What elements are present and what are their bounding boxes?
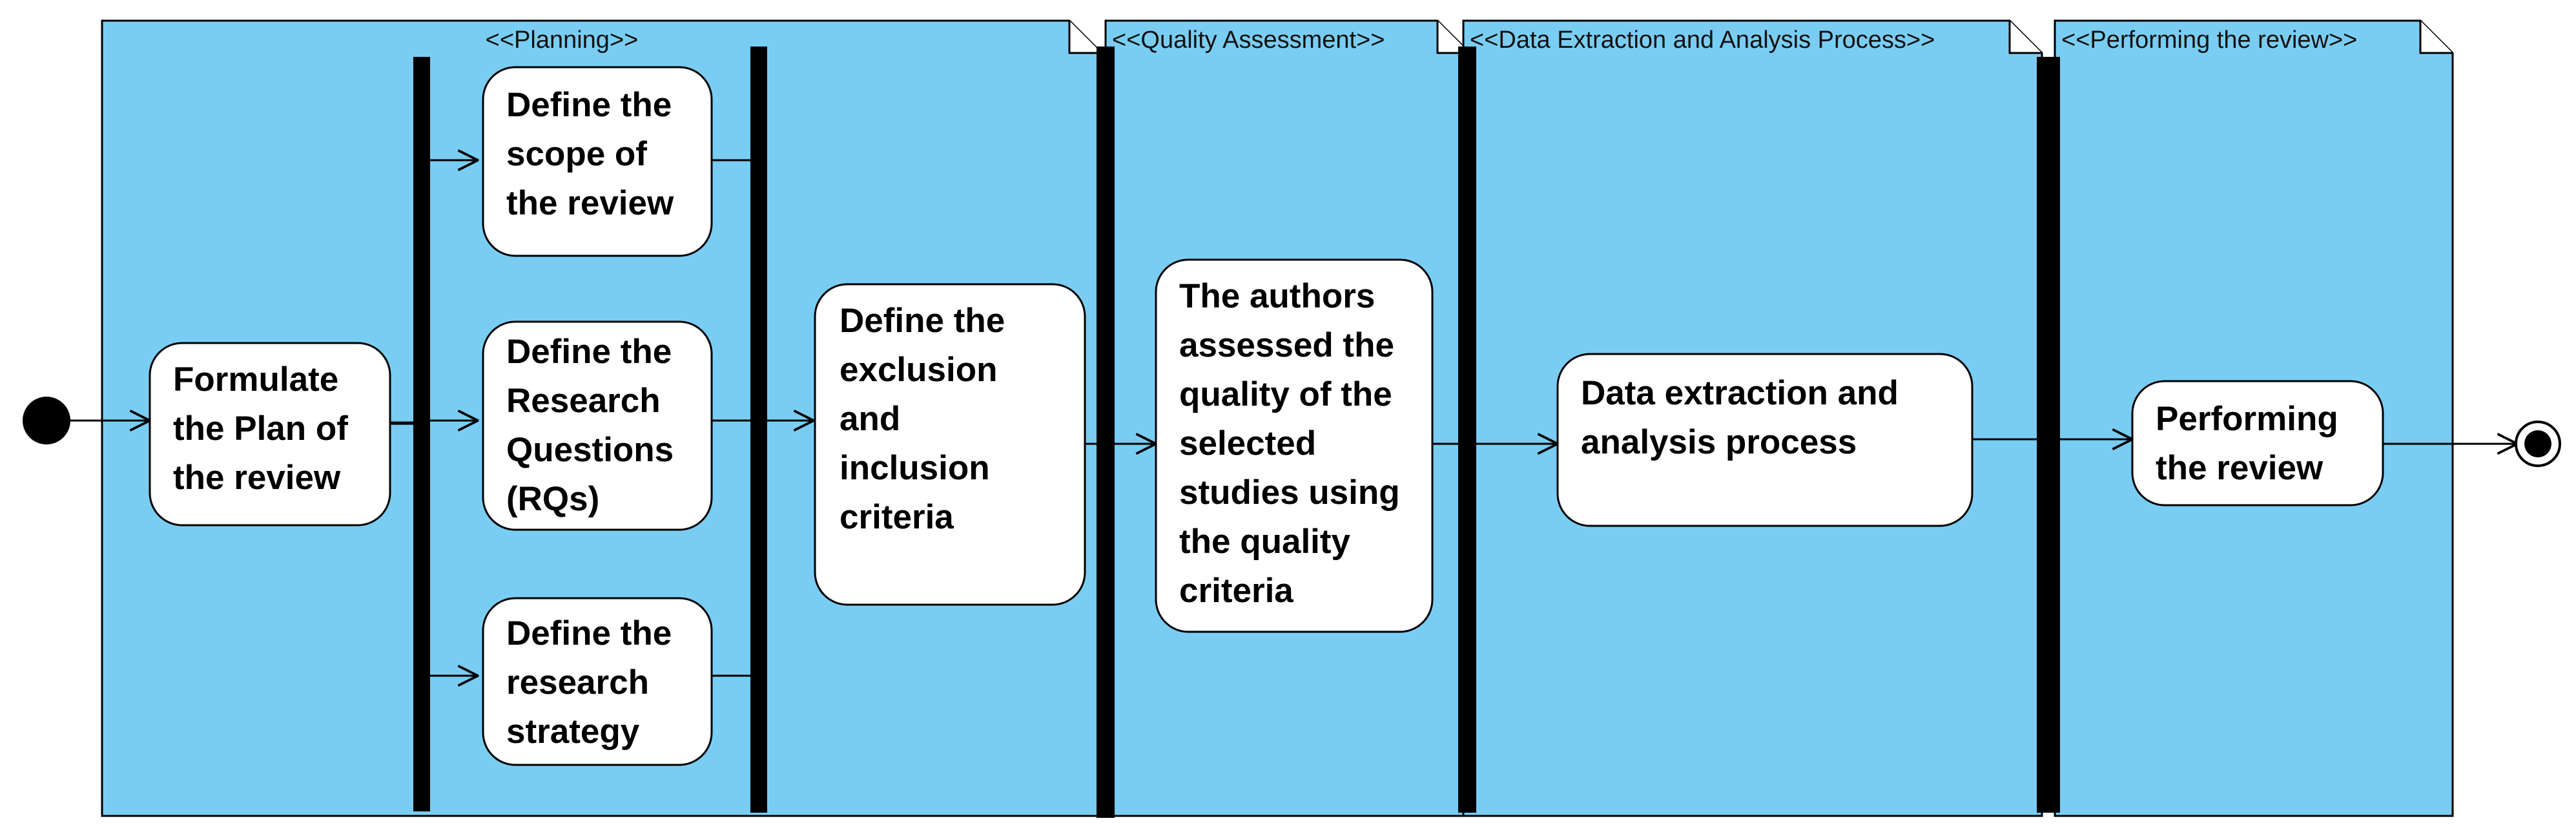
activity-formulate-plan[interactable]: Formulate the Plan of the review xyxy=(149,342,391,526)
activity-data-extraction-text: Data extraction and analysis process xyxy=(1581,374,1908,461)
activity-define-rqs[interactable]: Define the Research Questions (RQs) xyxy=(482,320,713,531)
activity-define-scope-text: Define the scope of the review xyxy=(506,86,681,222)
package-quality-stereotype: <<Quality Assessment>> xyxy=(1112,26,1385,54)
activity-formulate-plan-text: Formulate the Plan of the review xyxy=(173,360,358,497)
package-planning-fold xyxy=(1068,21,1102,54)
package-extraction-fold xyxy=(2008,21,2042,54)
activity-define-criteria[interactable]: Define the exclusion and inclusion crite… xyxy=(814,283,1086,606)
activity-assess-quality[interactable]: The authors assessed the quality of the … xyxy=(1155,258,1434,633)
package-performing-fold xyxy=(2419,21,2453,54)
sync-bar-performing xyxy=(2037,57,2060,813)
activity-assess-quality-text: The authors assessed the quality of the … xyxy=(1179,277,1409,610)
initial-node xyxy=(23,397,70,444)
final-node xyxy=(2515,421,2561,467)
sync-bar-quality xyxy=(1097,47,1115,818)
package-performing-stereotype: <<Performing the review>> xyxy=(2061,26,2357,54)
join-bar-planning xyxy=(750,47,767,813)
activity-performing-review[interactable]: Performing the review xyxy=(2131,380,2384,506)
control-flows xyxy=(67,160,2517,676)
activity-define-strategy[interactable]: Define the research strategy xyxy=(482,597,713,766)
activity-data-extraction[interactable]: Data extraction and analysis process xyxy=(1556,353,1973,527)
activity-define-strategy-text: Define the research strategy xyxy=(506,614,681,751)
fork-bar-planning xyxy=(413,57,430,811)
activity-define-rqs-text: Define the Research Questions (RQs) xyxy=(506,333,683,518)
sync-bar-extraction xyxy=(1458,47,1476,813)
activity-define-scope[interactable]: Define the scope of the review xyxy=(482,66,713,257)
activity-define-criteria-text: Define the exclusion and inclusion crite… xyxy=(840,302,1015,536)
activity-performing-review-text: Performing the review xyxy=(2156,400,2347,487)
package-extraction-stereotype: <<Data Extraction and Analysis Process>> xyxy=(1470,26,1935,54)
package-planning-stereotype: <<Planning>> xyxy=(486,26,639,54)
